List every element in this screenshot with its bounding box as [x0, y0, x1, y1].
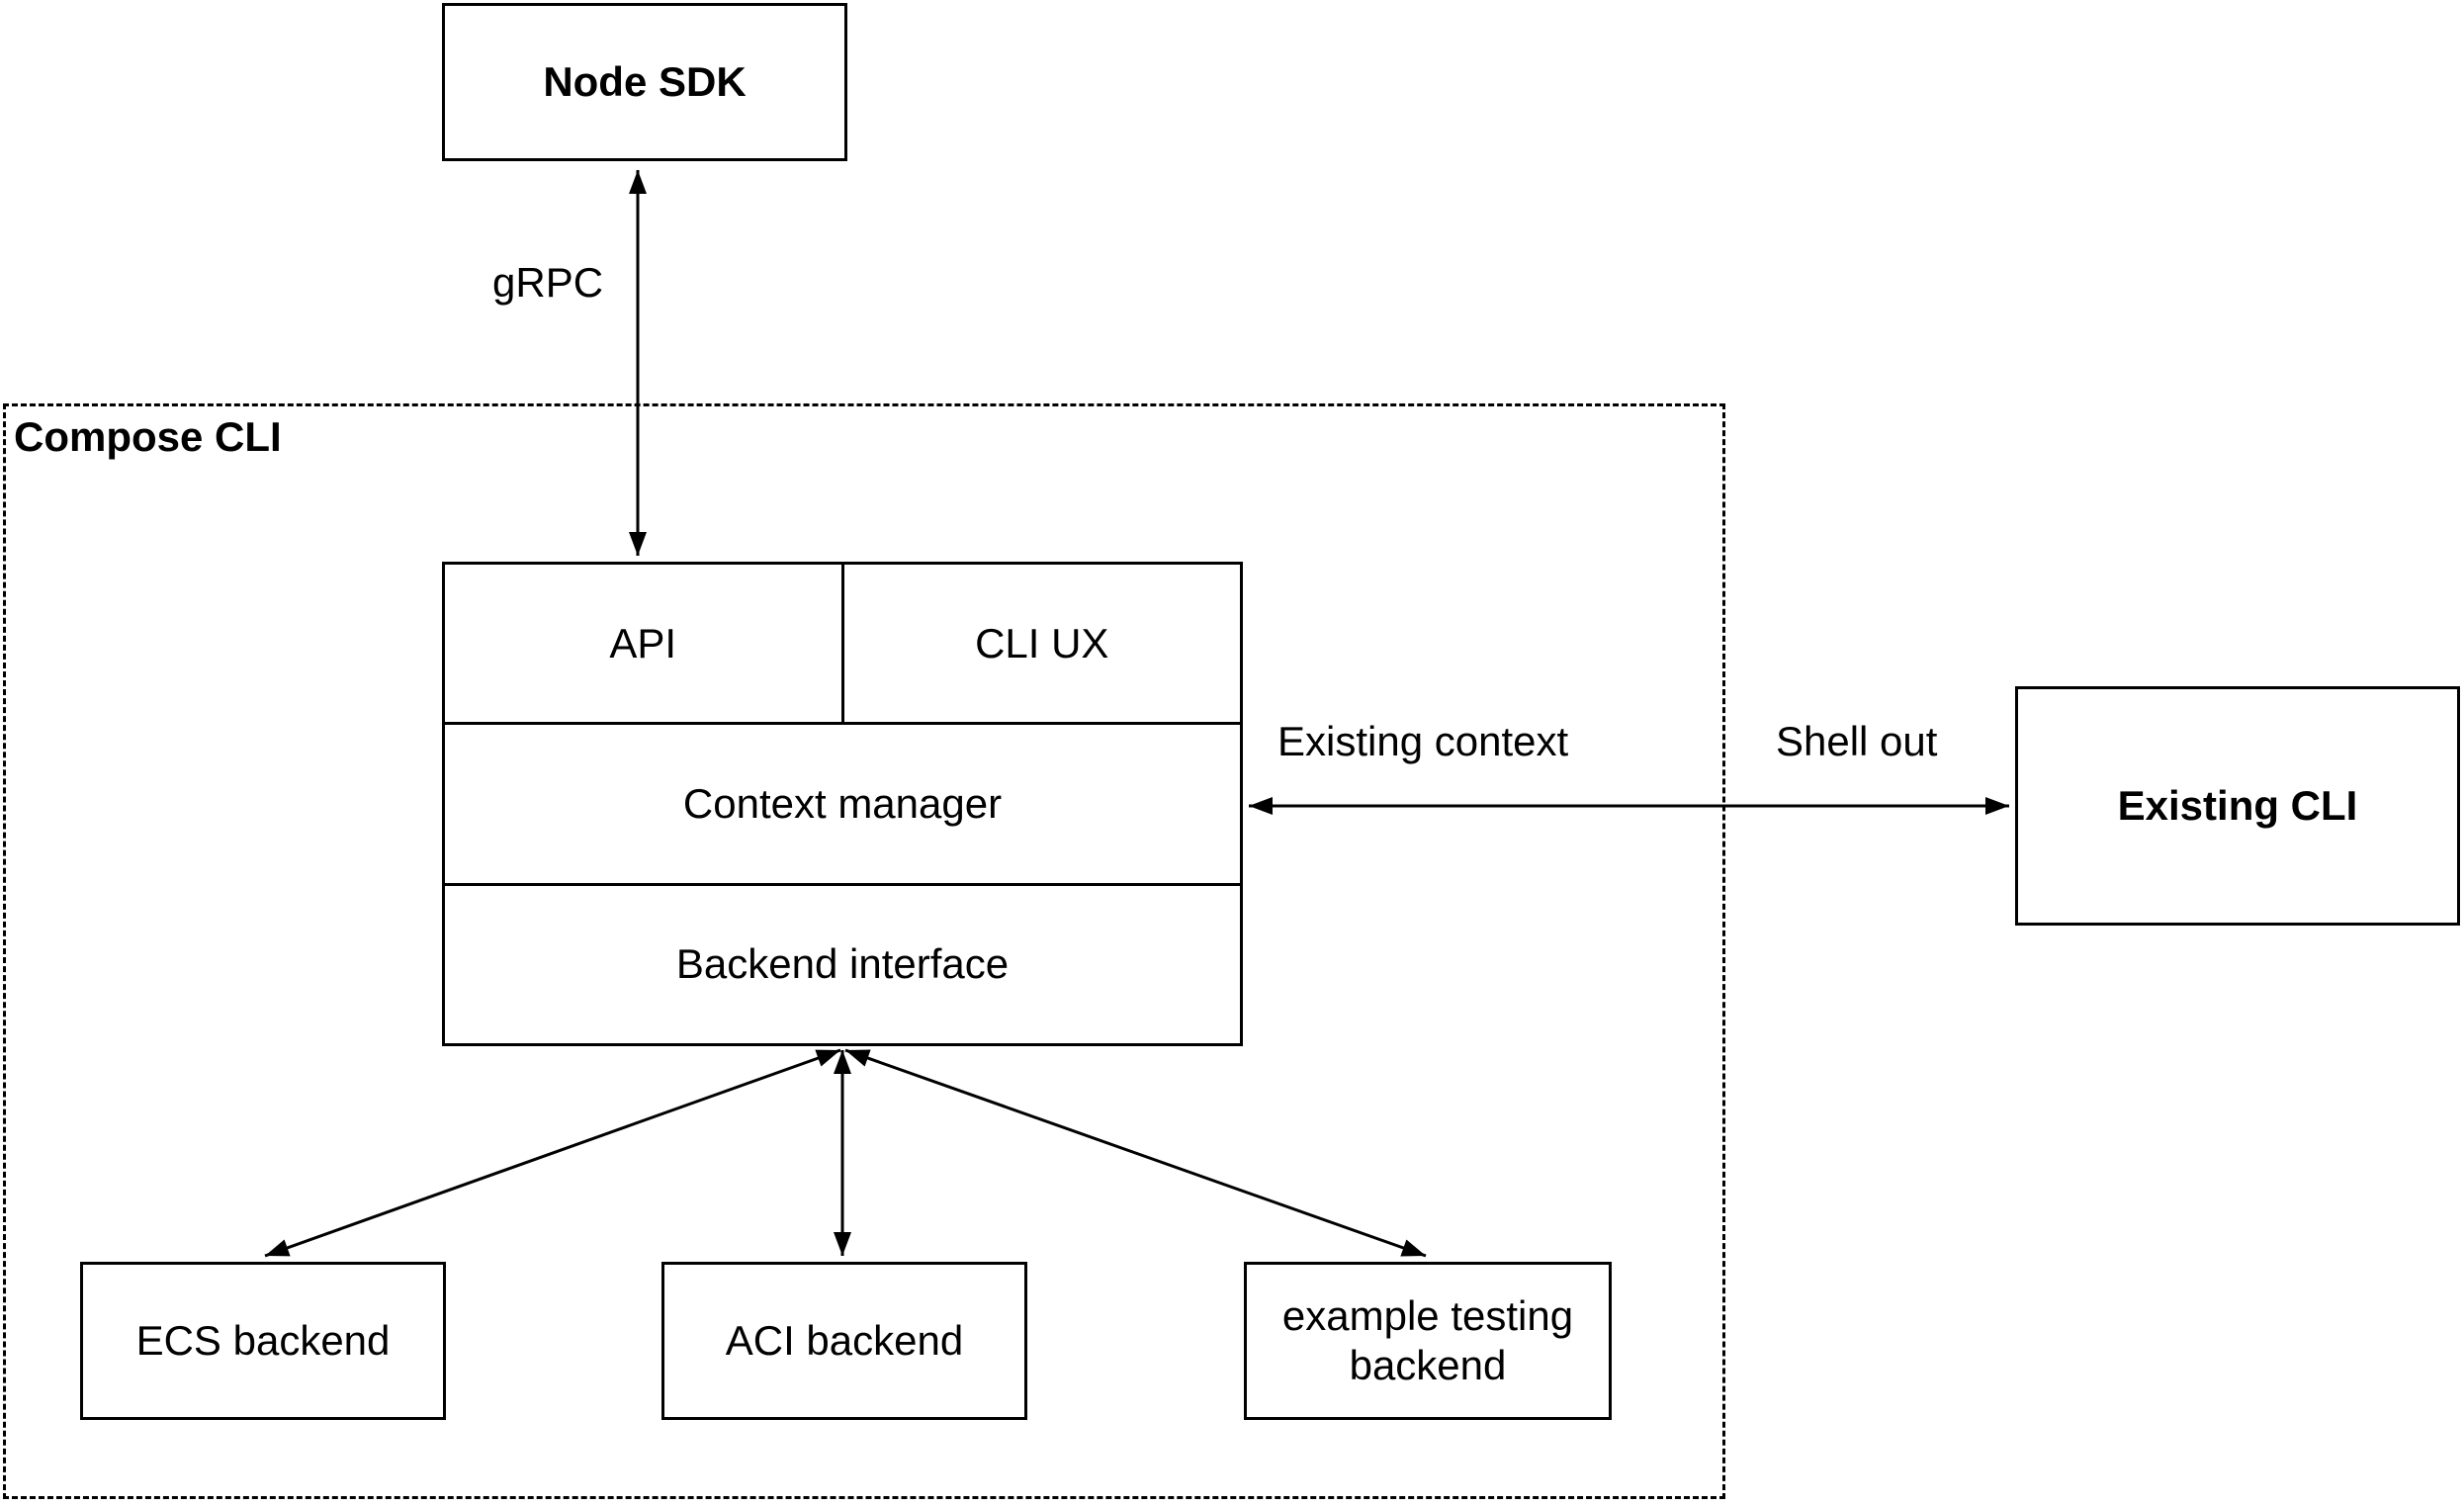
aci-backend-box: ACI backend: [661, 1262, 1027, 1420]
api-cliux-row: API CLI UX: [445, 565, 1241, 723]
ecs-backend-label: ECS backend: [135, 1316, 391, 1364]
existing-cli-box: Existing CLI: [2015, 686, 2460, 926]
existing-cli-label: Existing CLI: [2117, 781, 2358, 829]
context-manager-label: Context manager: [682, 779, 1003, 827]
backend-interface-label: Backend interface: [675, 940, 1010, 988]
cli-ux-label: CLI UX: [975, 619, 1109, 666]
example-testing-backend-box: example testing backend: [1244, 1262, 1612, 1420]
compose-cli-group: [3, 403, 1725, 1499]
api-box: API: [445, 565, 841, 722]
node-sdk-box: Node SDK: [442, 3, 847, 161]
compose-cli-group-label: Compose CLI: [8, 413, 288, 461]
node-sdk-label: Node SDK: [543, 57, 747, 105]
api-label: API: [609, 619, 677, 666]
aci-backend-label: ACI backend: [725, 1316, 964, 1364]
compose-core-box: API CLI UX Context manager Backend inter…: [442, 562, 1243, 1046]
backend-interface-box: Backend interface: [445, 882, 1240, 1043]
existing-context-edge-label: Existing context: [1274, 718, 1573, 765]
example-testing-backend-label: example testing backend: [1281, 1291, 1574, 1388]
context-manager-box: Context manager: [445, 722, 1240, 882]
grpc-edge-label: gRPC: [488, 259, 608, 307]
ecs-backend-box: ECS backend: [80, 1262, 446, 1420]
shell-out-edge-label: Shell out: [1772, 718, 1942, 765]
cli-ux-box: CLI UX: [840, 565, 1241, 723]
